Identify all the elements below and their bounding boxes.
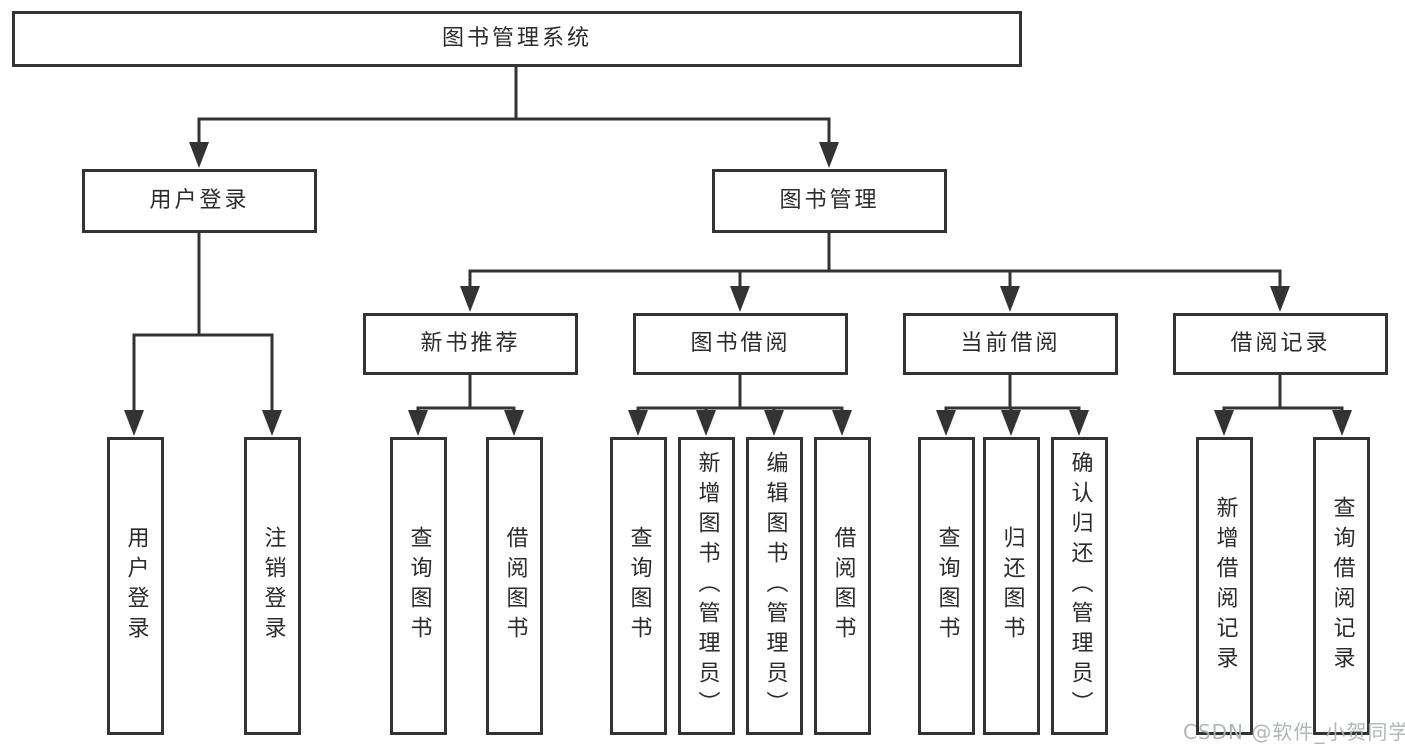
- leaf-query-books-recommend: 查询图书: [390, 437, 447, 735]
- node-book-borrow-label: 图书借阅: [690, 331, 791, 356]
- leaf-edit-book-admin-label: 编辑图书（管理员）: [762, 451, 788, 721]
- leaf-return-book-label: 归还图书: [999, 526, 1025, 646]
- leaf-query-books-borrow-label: 查询图书: [626, 526, 652, 646]
- node-user-login: 用户登录: [82, 169, 317, 233]
- leaf-query-books-current-label: 查询图书: [934, 526, 960, 646]
- leaf-add-borrow-record-label: 新增借阅记录: [1212, 496, 1238, 676]
- leaf-add-book-admin-label: 新增图书（管理员）: [694, 451, 720, 721]
- node-book-borrow: 图书借阅: [633, 313, 848, 375]
- leaf-user-login-label: 用户登录: [123, 526, 149, 646]
- node-current-borrow-label: 当前借阅: [960, 331, 1061, 356]
- leaf-add-borrow-record: 新增借阅记录: [1196, 437, 1253, 735]
- node-borrow-records-label: 借阅记录: [1230, 331, 1331, 356]
- leaf-add-book-admin: 新增图书（管理员）: [678, 437, 735, 735]
- node-root-label: 图书管理系统: [441, 26, 592, 51]
- leaf-edit-book-admin: 编辑图书（管理员）: [746, 437, 803, 735]
- leaf-query-books-current: 查询图书: [918, 437, 975, 735]
- node-book-management-label: 图书管理: [779, 188, 880, 213]
- leaf-return-book: 归还图书: [983, 437, 1040, 735]
- node-root: 图书管理系统: [12, 11, 1022, 67]
- leaf-user-login: 用户登录: [107, 437, 164, 735]
- csdn-watermark: CSDN @软件_小贺同学: [1183, 720, 1405, 744]
- leaf-borrow-books-borrow-label: 借阅图书: [830, 526, 856, 646]
- leaf-query-books-borrow: 查询图书: [610, 437, 667, 735]
- node-borrow-records: 借阅记录: [1173, 313, 1388, 375]
- leaf-logout-label: 注销登录: [260, 526, 286, 646]
- leaf-borrow-books-borrow: 借阅图书: [814, 437, 871, 735]
- leaf-query-books-recommend-label: 查询图书: [406, 526, 432, 646]
- leaf-query-borrow-record-label: 查询借阅记录: [1329, 496, 1355, 676]
- leaf-borrow-books-recommend-label: 借阅图书: [502, 526, 528, 646]
- leaf-confirm-return-admin-label: 确认归还（管理员）: [1067, 451, 1093, 721]
- node-new-book-recommend-label: 新书推荐: [420, 331, 521, 356]
- node-book-management: 图书管理: [712, 169, 947, 233]
- leaf-borrow-books-recommend: 借阅图书: [486, 437, 543, 735]
- node-user-login-label: 用户登录: [149, 188, 250, 213]
- leaf-query-borrow-record: 查询借阅记录: [1313, 437, 1370, 735]
- arrowheads: [124, 142, 1352, 436]
- node-new-book-recommend: 新书推荐: [363, 313, 578, 375]
- node-current-borrow: 当前借阅: [903, 313, 1118, 375]
- leaf-confirm-return-admin: 确认归还（管理员）: [1051, 437, 1108, 735]
- leaf-logout: 注销登录: [244, 437, 301, 735]
